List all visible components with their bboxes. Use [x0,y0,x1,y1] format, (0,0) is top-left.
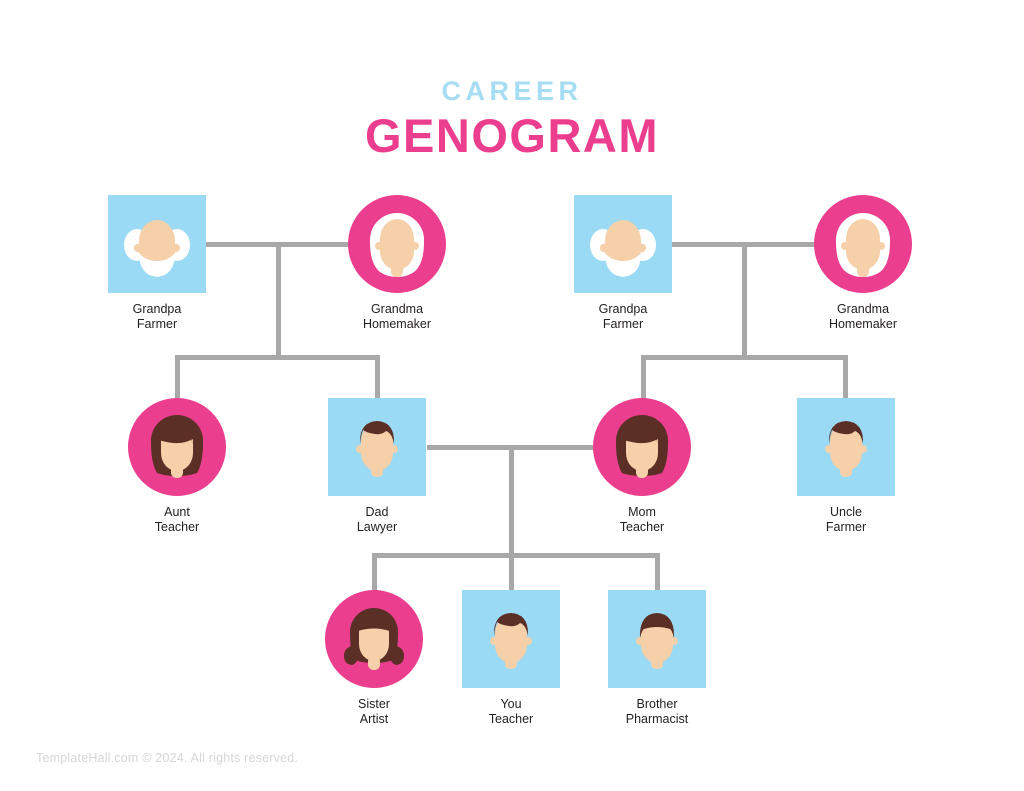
person-role: Farmer [136,317,178,331]
avatar-aunt [128,398,226,496]
title-main: GENOGRAM [365,109,659,162]
boy-avatar [636,613,678,669]
person-name: Dad [365,505,389,519]
connector-drop-you [509,553,514,592]
connector-drop-uncle [843,355,848,401]
person-label-grandma-maternal: Grandma Homemaker [814,302,912,332]
elder-man-avatar [124,220,190,277]
person-node-uncle[interactable]: Uncle Farmer [797,398,895,535]
avatar-dad [328,398,426,496]
avatar-mom [593,398,691,496]
connector-parents-drop [509,445,514,558]
footer-copyright: TemplateHall.com © 2024. All rights rese… [36,751,299,765]
woman-avatar [150,414,204,478]
avatar-brother [608,590,706,688]
person-name: Mom [628,505,656,519]
connector-drop-dad [375,355,380,401]
avatar-grandma-maternal [814,195,912,293]
person-node-aunt[interactable]: Aunt Teacher [128,398,226,535]
person-label-grandpa-paternal: Grandpa Farmer [108,302,206,332]
person-label-dad: Dad Lawyer [328,505,426,535]
person-role: Farmer [825,520,867,534]
person-node-dad[interactable]: Dad Lawyer [328,398,426,535]
person-node-sister[interactable]: Sister Artist [325,590,423,727]
person-node-grandma-maternal[interactable]: Grandma Homemaker [814,195,912,332]
person-role: Teacher [488,712,534,726]
person-role: Farmer [602,317,644,331]
elder-man-avatar [590,220,656,277]
elder-woman-avatar [369,212,425,277]
title-subtitle: CAREER [441,76,583,106]
person-role: Homemaker [828,317,898,331]
person-label-uncle: Uncle Farmer [797,505,895,535]
girl-avatar [344,607,404,670]
person-name: Grandma [836,302,890,316]
person-node-grandpa-paternal[interactable]: Grandpa Farmer [108,195,206,332]
connector-maternal-sibling-bar [641,355,848,360]
connector-drop-brother [655,553,660,592]
person-name: Uncle [830,505,862,519]
connector-drop-sister [372,553,377,592]
person-role: Pharmacist [625,712,689,726]
person-node-you[interactable]: You Teacher [462,590,560,727]
person-label-you: You Teacher [462,697,560,727]
person-role: Homemaker [362,317,432,331]
avatar-you [462,590,560,688]
person-role: Lawyer [356,520,398,534]
connector-children-sibling-bar [372,553,660,558]
connector-paternal-drop [276,242,281,360]
person-role: Artist [359,712,389,726]
person-label-grandma-paternal: Grandma Homemaker [348,302,446,332]
elder-woman-avatar [835,212,891,277]
page-title: CAREER GENOGRAM [0,76,1024,162]
avatar-grandpa-paternal [108,195,206,293]
person-node-brother[interactable]: Brother Pharmacist [608,590,706,727]
person-name: Brother [636,697,678,711]
person-node-grandpa-maternal[interactable]: Grandpa Farmer [574,195,672,332]
person-name: Sister [358,697,390,711]
avatar-sister [325,590,423,688]
person-name: Grandpa [132,302,182,316]
person-label-grandpa-maternal: Grandpa Farmer [574,302,672,332]
avatar-grandpa-maternal [574,195,672,293]
person-role: Teacher [154,520,200,534]
man-avatar [825,421,867,477]
person-node-grandma-paternal[interactable]: Grandma Homemaker [348,195,446,332]
person-node-mom[interactable]: Mom Teacher [593,398,691,535]
avatar-grandma-paternal [348,195,446,293]
man-avatar [356,421,398,477]
person-role: Teacher [619,520,665,534]
boy-avatar [490,613,532,669]
person-name: Aunt [164,505,190,519]
connector-drop-mom [641,355,646,401]
connector-drop-aunt [175,355,180,401]
person-label-brother: Brother Pharmacist [608,697,706,727]
connector-maternal-drop [742,242,747,360]
person-label-sister: Sister Artist [325,697,423,727]
woman-avatar [615,414,669,478]
person-label-mom: Mom Teacher [593,505,691,535]
person-name: You [500,697,522,711]
avatar-uncle [797,398,895,496]
person-name: Grandpa [598,302,648,316]
person-name: Grandma [370,302,424,316]
person-label-aunt: Aunt Teacher [128,505,226,535]
connector-paternal-sibling-bar [175,355,380,360]
